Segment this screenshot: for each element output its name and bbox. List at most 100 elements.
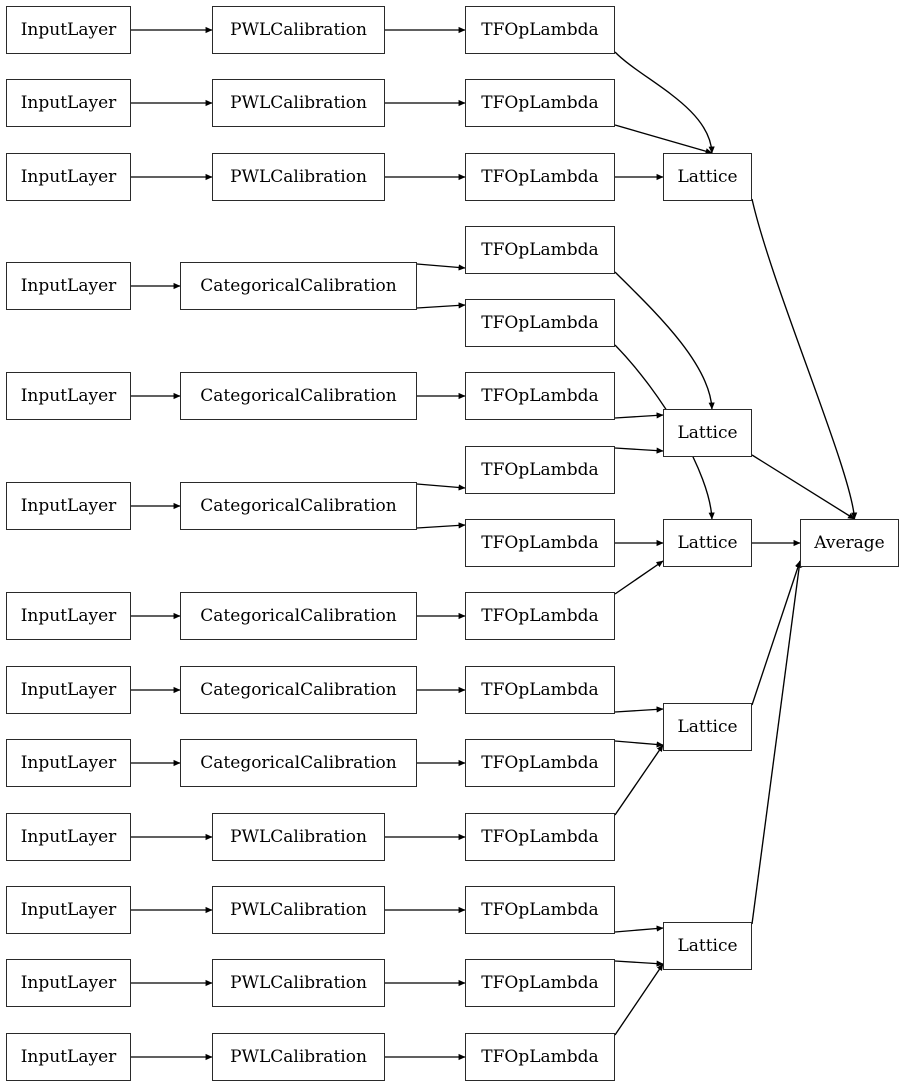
graph-edge-tf11-to-lat4 [614, 740, 664, 748]
graph-node-label: PWLCalibration [230, 166, 367, 187]
graph-node-label: TFOpLambda [481, 239, 599, 260]
graph-node-cal3[interactable]: PWLCalibration [212, 153, 385, 201]
graph-node-lat1[interactable]: Lattice [663, 153, 752, 201]
graph-node-label: TFOpLambda [481, 19, 599, 40]
graph-node-in10[interactable]: InputLayer [6, 813, 131, 861]
graph-node-label: InputLayer [20, 1046, 117, 1067]
graph-node-label: InputLayer [20, 826, 117, 847]
graph-node-in6[interactable]: InputLayer [6, 482, 131, 530]
graph-node-tf10[interactable]: TFOpLambda [465, 666, 615, 714]
graph-edge-tf6-to-lat2 [614, 412, 664, 419]
graph-node-label: PWLCalibration [230, 92, 367, 113]
graph-node-lat4[interactable]: Lattice [663, 703, 752, 751]
graph-node-tf3[interactable]: TFOpLambda [465, 153, 615, 201]
graph-node-cal12[interactable]: PWLCalibration [212, 959, 385, 1007]
graph-node-cal13[interactable]: PWLCalibration [212, 1033, 385, 1081]
graph-node-cal4[interactable]: CategoricalCalibration [180, 262, 417, 310]
graph-node-label: TFOpLambda [481, 532, 599, 553]
graph-node-label: CategoricalCalibration [200, 385, 397, 406]
graph-node-label: InputLayer [20, 972, 117, 993]
graph-edge-tf13-to-lat5 [614, 925, 664, 933]
graph-node-lat3[interactable]: Lattice [663, 519, 752, 567]
graph-node-label: CategoricalCalibration [200, 752, 397, 773]
graph-node-tf4[interactable]: TFOpLambda [465, 226, 615, 274]
graph-node-cal11[interactable]: PWLCalibration [212, 886, 385, 934]
graph-node-in2[interactable]: InputLayer [6, 79, 131, 127]
graph-node-label: InputLayer [20, 495, 117, 516]
graph-node-label: PWLCalibration [230, 1046, 367, 1067]
graph-node-label: InputLayer [20, 19, 117, 40]
graph-node-cal9[interactable]: CategoricalCalibration [180, 739, 417, 787]
graph-node-label: TFOpLambda [481, 679, 599, 700]
graph-edge-lat1-to-avg [751, 198, 858, 520]
graph-node-label: InputLayer [20, 679, 117, 700]
graph-node-label: TFOpLambda [481, 1046, 599, 1067]
graph-edge-lat4-to-avg [751, 560, 801, 706]
graph-node-tf6[interactable]: TFOpLambda [465, 372, 615, 420]
graph-node-label: CategoricalCalibration [200, 679, 397, 700]
graph-node-cal2[interactable]: PWLCalibration [212, 79, 385, 127]
graph-node-label: CategoricalCalibration [200, 275, 397, 296]
graph-edge-tf2-to-lat1 [614, 124, 713, 155]
graph-node-label: CategoricalCalibration [200, 605, 397, 626]
graph-node-tf2[interactable]: TFOpLambda [465, 79, 615, 127]
graph-node-tf5[interactable]: TFOpLambda [465, 299, 615, 347]
graph-node-label: InputLayer [20, 92, 117, 113]
graph-node-tf9[interactable]: TFOpLambda [465, 592, 615, 640]
graph-edge-cal4-to-tf4 [416, 263, 466, 271]
graph-node-label: Average [814, 532, 885, 553]
graph-edge-cal6-to-tf8 [416, 522, 466, 529]
graph-node-cal6[interactable]: CategoricalCalibration [180, 482, 417, 530]
graph-edge-tf12-to-lat4 [614, 744, 664, 816]
graph-node-label: TFOpLambda [481, 312, 599, 333]
graph-node-tf12[interactable]: TFOpLambda [465, 813, 615, 861]
graph-node-in8[interactable]: InputLayer [6, 666, 131, 714]
graph-edge-tf7-to-lat2 [614, 447, 664, 454]
graph-node-label: InputLayer [20, 166, 117, 187]
graph-node-in13[interactable]: InputLayer [6, 1033, 131, 1081]
graph-node-label: Lattice [677, 422, 738, 443]
graph-node-tf8[interactable]: TFOpLambda [465, 519, 615, 567]
graph-node-lat2[interactable]: Lattice [663, 409, 752, 457]
graph-node-tf11[interactable]: TFOpLambda [465, 739, 615, 787]
graph-node-in4[interactable]: InputLayer [6, 262, 131, 310]
graph-node-in7[interactable]: InputLayer [6, 592, 131, 640]
graph-node-cal5[interactable]: CategoricalCalibration [180, 372, 417, 420]
graph-node-in5[interactable]: InputLayer [6, 372, 131, 420]
graph-edge-lat5-to-avg [751, 560, 803, 925]
graph-node-label: TFOpLambda [481, 92, 599, 113]
graph-node-label: TFOpLambda [481, 899, 599, 920]
graph-node-label: TFOpLambda [481, 459, 599, 480]
graph-node-lat5[interactable]: Lattice [663, 922, 752, 970]
graph-node-tf15[interactable]: TFOpLambda [465, 1033, 615, 1081]
graph-node-cal7[interactable]: CategoricalCalibration [180, 592, 417, 640]
graph-node-in3[interactable]: InputLayer [6, 153, 131, 201]
graph-node-tf14[interactable]: TFOpLambda [465, 959, 615, 1007]
graph-edge-tf14-to-lat5 [614, 960, 664, 967]
graph-node-label: TFOpLambda [481, 972, 599, 993]
graph-node-in9[interactable]: InputLayer [6, 739, 131, 787]
graph-node-label: TFOpLambda [481, 385, 599, 406]
graph-node-label: PWLCalibration [230, 899, 367, 920]
graph-node-label: TFOpLambda [481, 605, 599, 626]
graph-node-label: TFOpLambda [481, 826, 599, 847]
graph-node-cal10[interactable]: PWLCalibration [212, 813, 385, 861]
graph-node-tf1[interactable]: TFOpLambda [465, 6, 615, 54]
graph-node-label: CategoricalCalibration [200, 495, 397, 516]
graph-node-label: PWLCalibration [230, 972, 367, 993]
graph-node-cal8[interactable]: CategoricalCalibration [180, 666, 417, 714]
graph-node-in12[interactable]: InputLayer [6, 959, 131, 1007]
graph-node-tf7[interactable]: TFOpLambda [465, 446, 615, 494]
graph-node-label: TFOpLambda [481, 166, 599, 187]
graph-node-label: InputLayer [20, 899, 117, 920]
graph-edge-tf9-to-lat3 [614, 560, 664, 595]
graph-node-label: InputLayer [20, 605, 117, 626]
graph-node-in1[interactable]: InputLayer [6, 6, 131, 54]
graph-edge-cal4-to-tf5 [416, 302, 466, 309]
graph-node-avg[interactable]: Average [800, 519, 899, 567]
graph-node-in11[interactable]: InputLayer [6, 886, 131, 934]
graph-edge-tf4-to-lat2 [614, 271, 715, 410]
graph-node-cal1[interactable]: PWLCalibration [212, 6, 385, 54]
graph-node-tf13[interactable]: TFOpLambda [465, 886, 615, 934]
